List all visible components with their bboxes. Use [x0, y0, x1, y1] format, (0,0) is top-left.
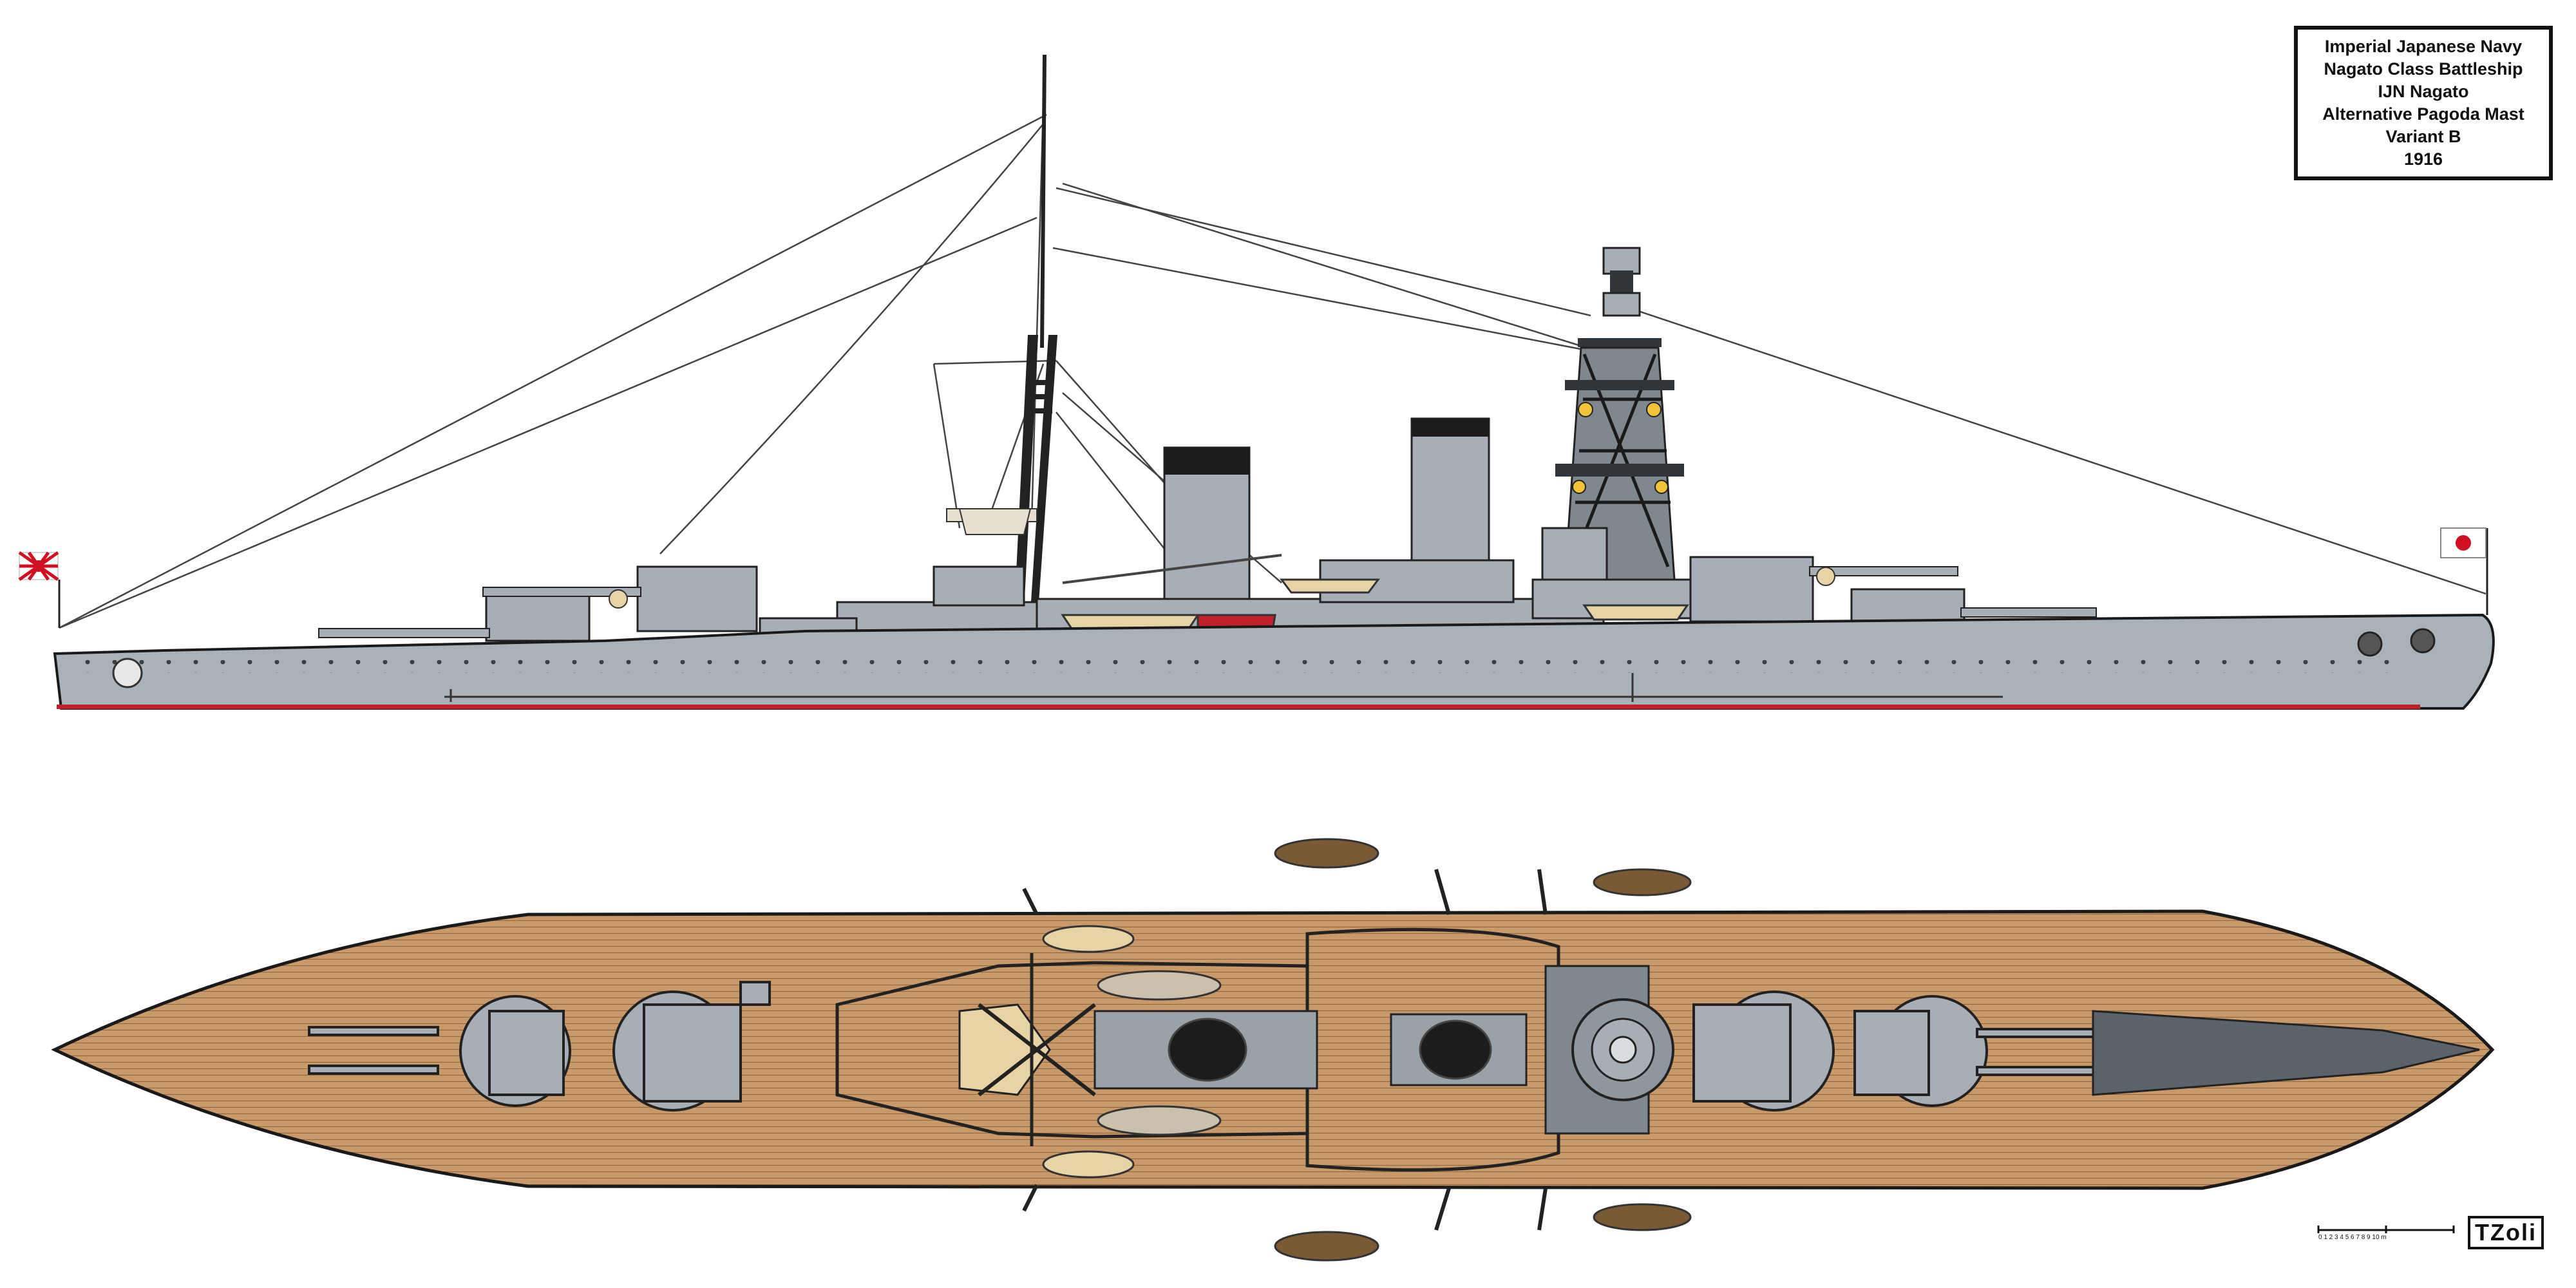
- title-box: Imperial Japanese Navy Nagato Class Batt…: [2294, 26, 2553, 180]
- rising-sun-ensign: [18, 551, 61, 628]
- bow-anchor-deck: [2092, 1010, 2480, 1096]
- secondary-guns-plan: [1022, 869, 1548, 1231]
- main-mast: [946, 54, 1057, 612]
- hull-profile: [53, 613, 2495, 710]
- title-line-variant-name: Alternative Pagoda Mast: [2322, 104, 2524, 124]
- title-line-variant: Variant B: [2385, 127, 2461, 146]
- rigging: [59, 57, 2486, 629]
- title-line-navy: Imperial Japanese Navy: [2324, 37, 2523, 56]
- profile-view: [18, 54, 2495, 710]
- scale-bar-label: 0 1 2 3 4 5 6 7 8 9 10 m: [2318, 1234, 2387, 1241]
- title-line-ship: IJN Nagato: [2378, 82, 2469, 101]
- hinomaru-jack: [2440, 527, 2488, 615]
- title-line-year: 1916: [2403, 149, 2443, 169]
- artist-signature: TZoli: [2468, 1216, 2544, 1249]
- pagoda-mast-plan: [1544, 965, 1674, 1135]
- main-mast-plan: [958, 953, 1096, 1146]
- plan-view: [51, 838, 2495, 1262]
- aft-funnel: [1163, 446, 1251, 610]
- boats-profile: [1061, 554, 1689, 636]
- scale-bar: [2317, 1226, 2455, 1233]
- pagoda-mast: [1541, 247, 1684, 600]
- main-turrets-profile: [318, 556, 2097, 642]
- boats-plan: [1042, 838, 1692, 1262]
- main-turrets-plan: [308, 981, 2152, 1112]
- title-line-class: Nagato Class Battleship: [2324, 59, 2523, 79]
- funnels-plan: [1094, 1010, 1528, 1090]
